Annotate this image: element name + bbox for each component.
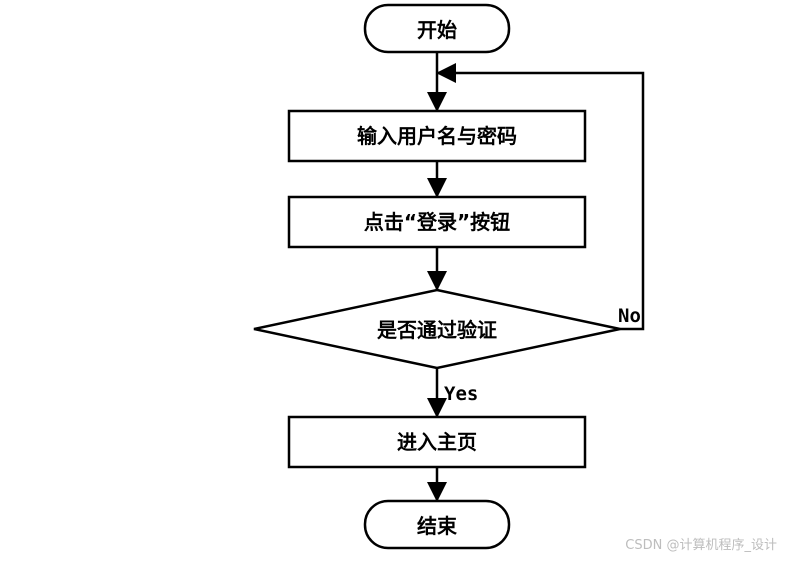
input-label: 输入用户名与密码 bbox=[357, 124, 517, 148]
click-login-label: 点击“登录”按钮 bbox=[364, 210, 510, 234]
enter-home-process bbox=[287, 415, 587, 469]
watermark: CSDN @计算机程序_设计 bbox=[625, 538, 777, 553]
edge-yes-label: Yes bbox=[444, 383, 478, 405]
start-label: 开始 bbox=[417, 18, 457, 42]
end-terminator bbox=[363, 499, 511, 550]
edge-no-loop bbox=[436, 63, 645, 331]
input-process bbox=[287, 109, 587, 163]
end-label: 结束 bbox=[417, 514, 458, 538]
enter-home-label: 进入主页 bbox=[397, 430, 477, 454]
verify-label: 是否通过验证 bbox=[376, 318, 497, 342]
edge-no-label: No bbox=[618, 305, 641, 327]
